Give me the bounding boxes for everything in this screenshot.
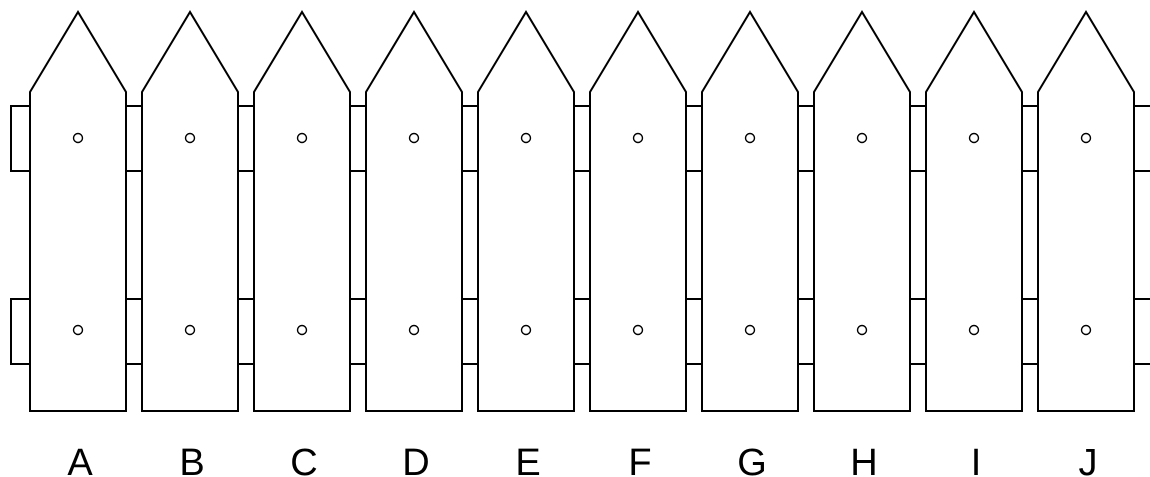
picket-board <box>29 10 127 412</box>
nail-hole-top <box>408 132 420 144</box>
picket-j <box>1037 10 1135 412</box>
picket-i <box>925 10 1023 412</box>
picket-d <box>365 10 463 412</box>
picket-board <box>477 10 575 412</box>
nail-hole-top <box>72 132 84 144</box>
nail-hole-top <box>968 132 980 144</box>
nail-hole-top <box>296 132 308 144</box>
nail-hole-bottom <box>72 324 84 336</box>
nail-hole-bottom <box>968 324 980 336</box>
picket-board <box>589 10 687 412</box>
picket-board <box>141 10 239 412</box>
nail-hole-top <box>744 132 756 144</box>
picket-board <box>701 10 799 412</box>
picket-label: A <box>67 442 93 477</box>
nail-hole-bottom <box>744 324 756 336</box>
picket-board <box>813 10 911 412</box>
picket-label: J <box>1079 442 1098 477</box>
picket-label: D <box>402 442 429 477</box>
picket-board <box>253 10 351 412</box>
picket-e <box>477 10 575 412</box>
picket-g <box>701 10 799 412</box>
nail-hole-bottom <box>632 324 644 336</box>
picket-label: C <box>290 442 317 477</box>
picket-label: F <box>628 442 651 477</box>
nail-hole-bottom <box>1080 324 1092 336</box>
picket-f <box>589 10 687 412</box>
fence-pickets <box>29 10 1135 412</box>
picket-label: E <box>515 442 540 477</box>
picket-c <box>253 10 351 412</box>
nail-hole-bottom <box>856 324 868 336</box>
picket-label: G <box>737 442 767 477</box>
nail-hole-bottom <box>184 324 196 336</box>
nail-hole-top <box>1080 132 1092 144</box>
picket-b <box>141 10 239 412</box>
nail-hole-top <box>520 132 532 144</box>
picket-a <box>29 10 127 412</box>
nail-hole-top <box>632 132 644 144</box>
nail-hole-top <box>856 132 868 144</box>
nail-hole-bottom <box>296 324 308 336</box>
picket-label: H <box>850 442 877 477</box>
nail-hole-top <box>184 132 196 144</box>
picket-board <box>925 10 1023 412</box>
picket-board <box>365 10 463 412</box>
picket-label: I <box>971 442 982 477</box>
picket-board <box>1037 10 1135 412</box>
picket-labels: A B C D E F G H I J <box>67 442 1097 477</box>
picket-label: B <box>179 442 204 477</box>
picket-h <box>813 10 911 412</box>
nail-hole-bottom <box>520 324 532 336</box>
nail-hole-bottom <box>408 324 420 336</box>
